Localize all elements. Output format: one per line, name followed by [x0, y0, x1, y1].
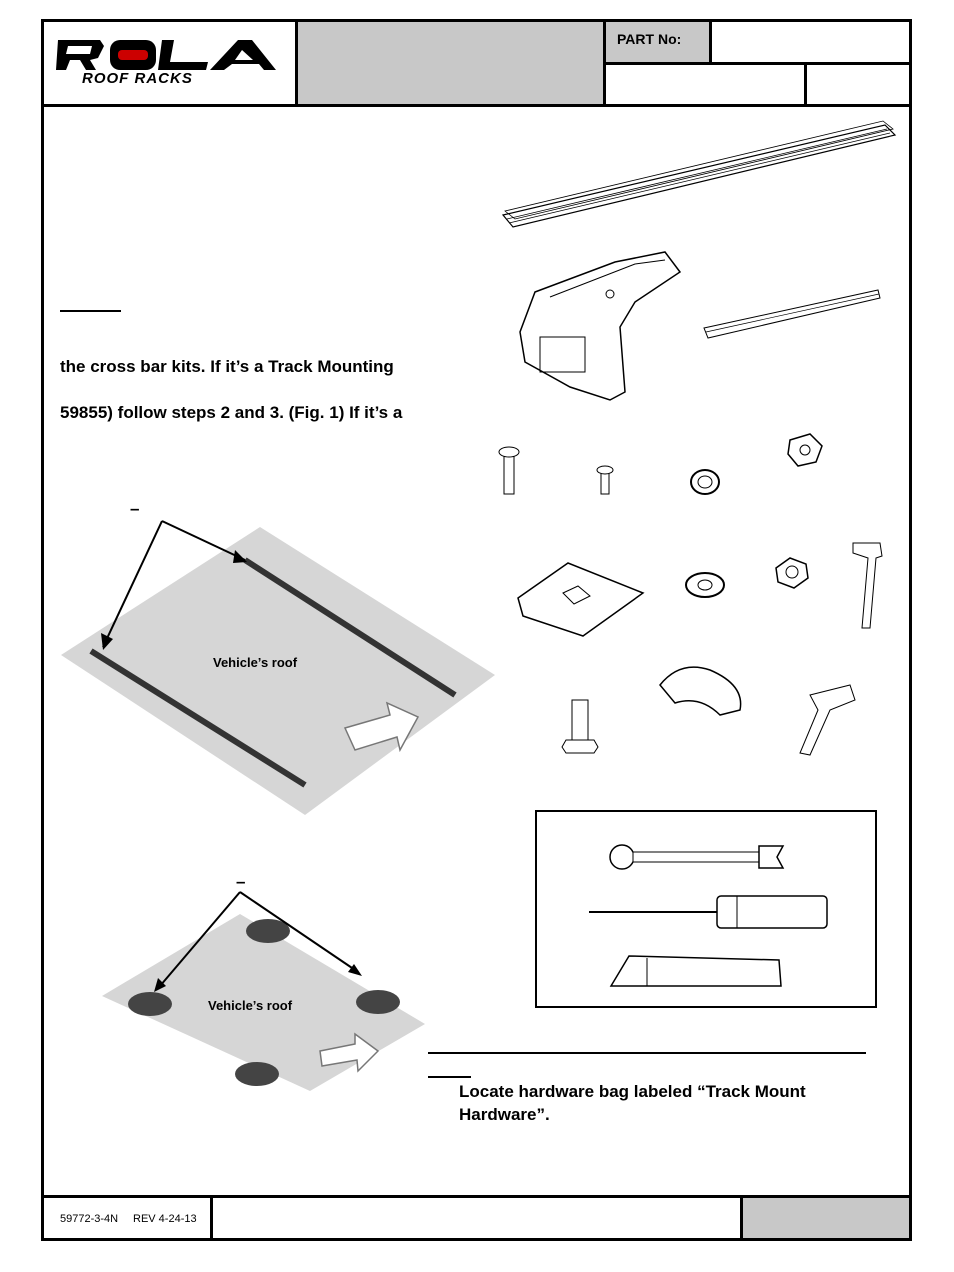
header-hline-2 [606, 62, 912, 65]
fig2-dash: – [236, 872, 246, 891]
step-underline-long [428, 1052, 866, 1054]
hardware-row-2 [517, 542, 883, 637]
utility-knife-icon [609, 955, 782, 987]
footer-vline-1 [210, 1195, 213, 1241]
footer-vline-2 [740, 1195, 743, 1241]
footer-divider [41, 1195, 912, 1198]
hardware-row-3 [561, 666, 856, 756]
header-vline-1 [295, 19, 298, 107]
logo-graphic [56, 40, 276, 70]
fig1-dash: – [130, 499, 140, 518]
doc-revision: REV 4-24-13 [133, 1213, 197, 1225]
tools-box [535, 810, 877, 1008]
track-rail-illustration [501, 120, 897, 228]
figure-2-foot-roof [102, 891, 425, 1091]
rola-logo: ROOF RACKS [52, 38, 278, 90]
logo-subtitle: ROOF RACKS [82, 70, 193, 87]
part-no-label: PART No: [617, 31, 682, 47]
fig1-roof-label: Vehicle’s roof [213, 655, 298, 670]
screwdriver-icon [589, 895, 828, 929]
part-no-label-box [606, 22, 709, 62]
step-instruction: Locate hardware bag labeled “Track Mount… [459, 1082, 806, 1124]
instruction-line-2: 59855) follow steps 2 and 3. (Fig. 1) If… [60, 403, 403, 422]
header-title-box [298, 22, 603, 104]
hardware-row-1 [498, 433, 823, 495]
fig2-roof-label: Vehicle’s roof [208, 998, 293, 1013]
track-cover-illustration [703, 289, 881, 339]
footer-page-box [743, 1198, 909, 1238]
header-divider [41, 104, 912, 107]
wrench-icon [609, 844, 785, 870]
doc-code: 59772-3-4N [60, 1213, 119, 1225]
step-underline-short [428, 1076, 471, 1078]
page-frame [41, 19, 912, 1241]
header-vline-3 [709, 19, 712, 64]
instruction-line-1: the cross bar kits. If it’s a Track Moun… [60, 357, 394, 376]
header-vline-4 [804, 64, 807, 107]
header-vline-2 [603, 19, 606, 107]
underline-1 [60, 310, 121, 312]
foot-pack-illustration [519, 251, 682, 401]
figure-1-track-roof [61, 520, 495, 815]
